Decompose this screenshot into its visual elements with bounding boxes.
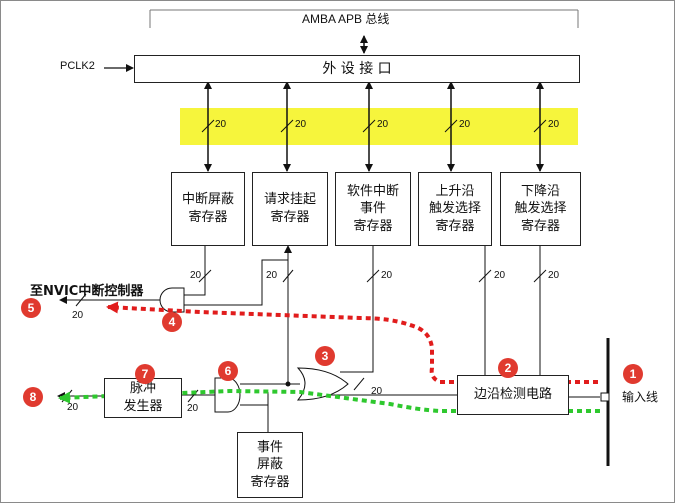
junction-dot <box>285 381 291 387</box>
software-interrupt-event-register: 软件中断 事件 寄存器 <box>335 172 411 246</box>
bus-width-pr: 20 <box>295 119 307 130</box>
interrupt-mask-register: 中断屏蔽 寄存器 <box>171 172 245 246</box>
edge-detect-circuit: 边沿检测电路 <box>457 375 569 415</box>
event-mask-register: 事件 屏蔽 寄存器 <box>237 432 303 498</box>
pclk2-label: PCLK2 <box>60 60 95 72</box>
step-badge-2: 2 <box>498 358 518 378</box>
bus-width-rtsr: 20 <box>459 119 471 130</box>
step-badge-1: 1 <box>623 364 643 384</box>
bus-width-imr: 20 <box>215 119 227 130</box>
step-badge-3: 3 <box>315 346 335 366</box>
apb-bus-label: AMBA APB 总线 <box>302 12 390 26</box>
nvic-label: 至NVIC中断控制器 <box>30 284 144 299</box>
input-pin <box>600 392 610 402</box>
and-gate-event <box>214 377 241 413</box>
rising-trigger-register: 上升沿 触发选择 寄存器 <box>418 172 492 246</box>
width-label-rtsr: 20 <box>494 270 506 281</box>
wire-slashes <box>61 269 547 403</box>
step-badge-5: 5 <box>21 298 41 318</box>
width-label-event: 20 <box>67 402 79 413</box>
width-label-pr: 20 <box>266 270 278 281</box>
width-label-nvic: 20 <box>72 310 84 321</box>
width-label-or: 20 <box>371 386 383 397</box>
peripheral-interface-box: 外 设 接 口 <box>134 55 580 83</box>
width-label-imr: 20 <box>190 270 202 281</box>
input-line-label: 输入线 <box>622 390 659 404</box>
bus-width-highlight <box>180 108 578 145</box>
width-label-pulse: 20 <box>187 403 199 414</box>
apb-bus-line <box>149 9 579 28</box>
interrupt-path <box>106 301 598 384</box>
step-badge-7: 7 <box>135 364 155 384</box>
wiring <box>60 245 600 432</box>
bus-width-swier: 20 <box>377 119 389 130</box>
event-path <box>58 388 600 413</box>
bus-slashes <box>201 119 547 133</box>
width-label-swier: 20 <box>381 270 393 281</box>
step-badge-6: 6 <box>218 361 238 381</box>
pulse-generator: 脉冲 发生器 <box>104 378 182 418</box>
bus-width-ftsr: 20 <box>548 119 560 130</box>
width-label-ftsr: 20 <box>548 270 560 281</box>
step-badge-8: 8 <box>23 387 43 407</box>
pending-request-register: 请求挂起 寄存器 <box>252 172 328 246</box>
falling-trigger-register: 下降沿 触发选择 寄存器 <box>500 172 581 246</box>
step-badge-4: 4 <box>162 312 182 332</box>
